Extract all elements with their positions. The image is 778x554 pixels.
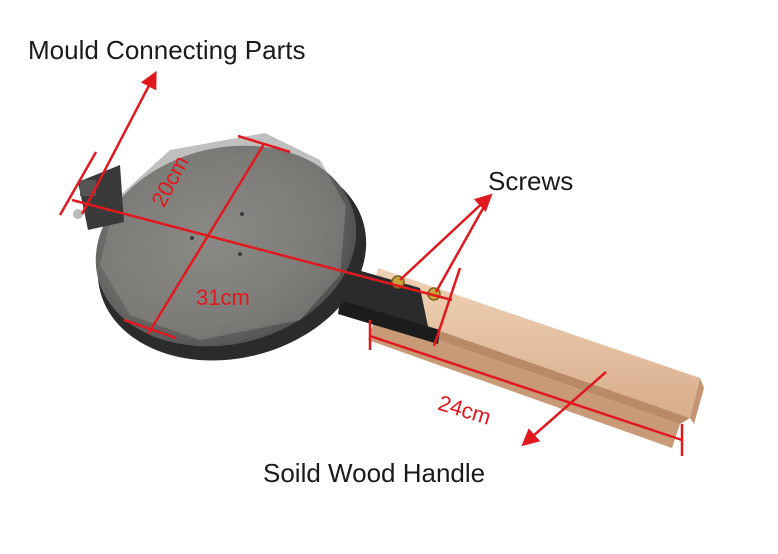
tick-bottom — [123, 318, 177, 340]
wood-handle — [368, 268, 704, 448]
screws-arrow — [399, 193, 493, 281]
screws-arrow — [434, 195, 492, 293]
total-length-label: 31cm — [196, 285, 250, 310]
length-24-line — [369, 334, 683, 442]
length-31-line — [71, 198, 453, 302]
annotation-lines — [58, 70, 684, 456]
mould-connecting-parts-label: Mould Connecting Parts — [28, 35, 306, 65]
tick-left — [58, 151, 98, 216]
wood-handle-label: Soild Wood Handle — [263, 458, 486, 488]
handle-arrow — [521, 371, 607, 447]
screws-label: Screws — [488, 166, 574, 196]
diameter-20-line — [146, 143, 266, 335]
tick-top — [237, 134, 291, 154]
tick-right — [432, 267, 462, 347]
mould-arrow — [80, 70, 157, 215]
pan-mould — [73, 133, 367, 361]
